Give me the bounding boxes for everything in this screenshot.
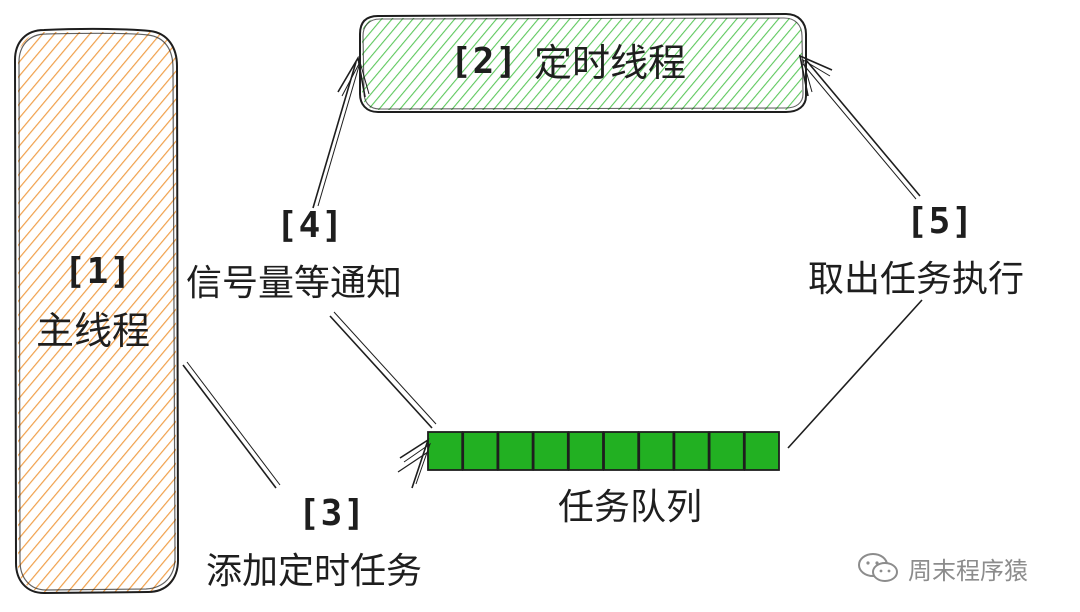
timer-thread-number: [2]	[450, 41, 519, 82]
wechat-icon	[858, 553, 898, 582]
add-task-label: 添加定时任务	[206, 551, 423, 592]
main-thread-label: 主线程	[36, 309, 151, 353]
main-thread-node	[13, 27, 180, 595]
queue-cell	[743, 431, 780, 471]
queue-cell	[532, 431, 569, 471]
queue-cell	[638, 431, 675, 471]
timer-thread-label: 定时线程	[534, 41, 687, 85]
queue-cell	[462, 431, 499, 471]
queue-cell	[497, 431, 534, 471]
notify-label: 信号量等通知	[186, 263, 403, 304]
watermark: 周末程序猿	[856, 550, 1028, 586]
queue-arrowhead	[397, 438, 431, 489]
timer-thread-node	[359, 12, 807, 113]
notify-number: [4]	[276, 205, 345, 246]
task-queue-node	[427, 431, 780, 471]
take-execute-label: 取出任务执行	[808, 259, 1025, 300]
watermark-text: 周末程序猿	[908, 556, 1028, 585]
take-execute-number: [5]	[906, 201, 975, 242]
queue-cell	[567, 431, 604, 471]
queue-cell	[427, 431, 464, 471]
edge-take-execute	[787, 54, 923, 449]
queue-cell	[708, 431, 745, 471]
edge-add-task	[182, 361, 281, 489]
edge-notify	[312, 55, 437, 429]
queue-cell	[673, 431, 710, 471]
main-thread-number: [1]	[64, 251, 133, 292]
add-task-number: [3]	[298, 493, 367, 534]
queue-cell	[603, 431, 640, 471]
task-queue-label: 任务队列	[558, 487, 703, 528]
